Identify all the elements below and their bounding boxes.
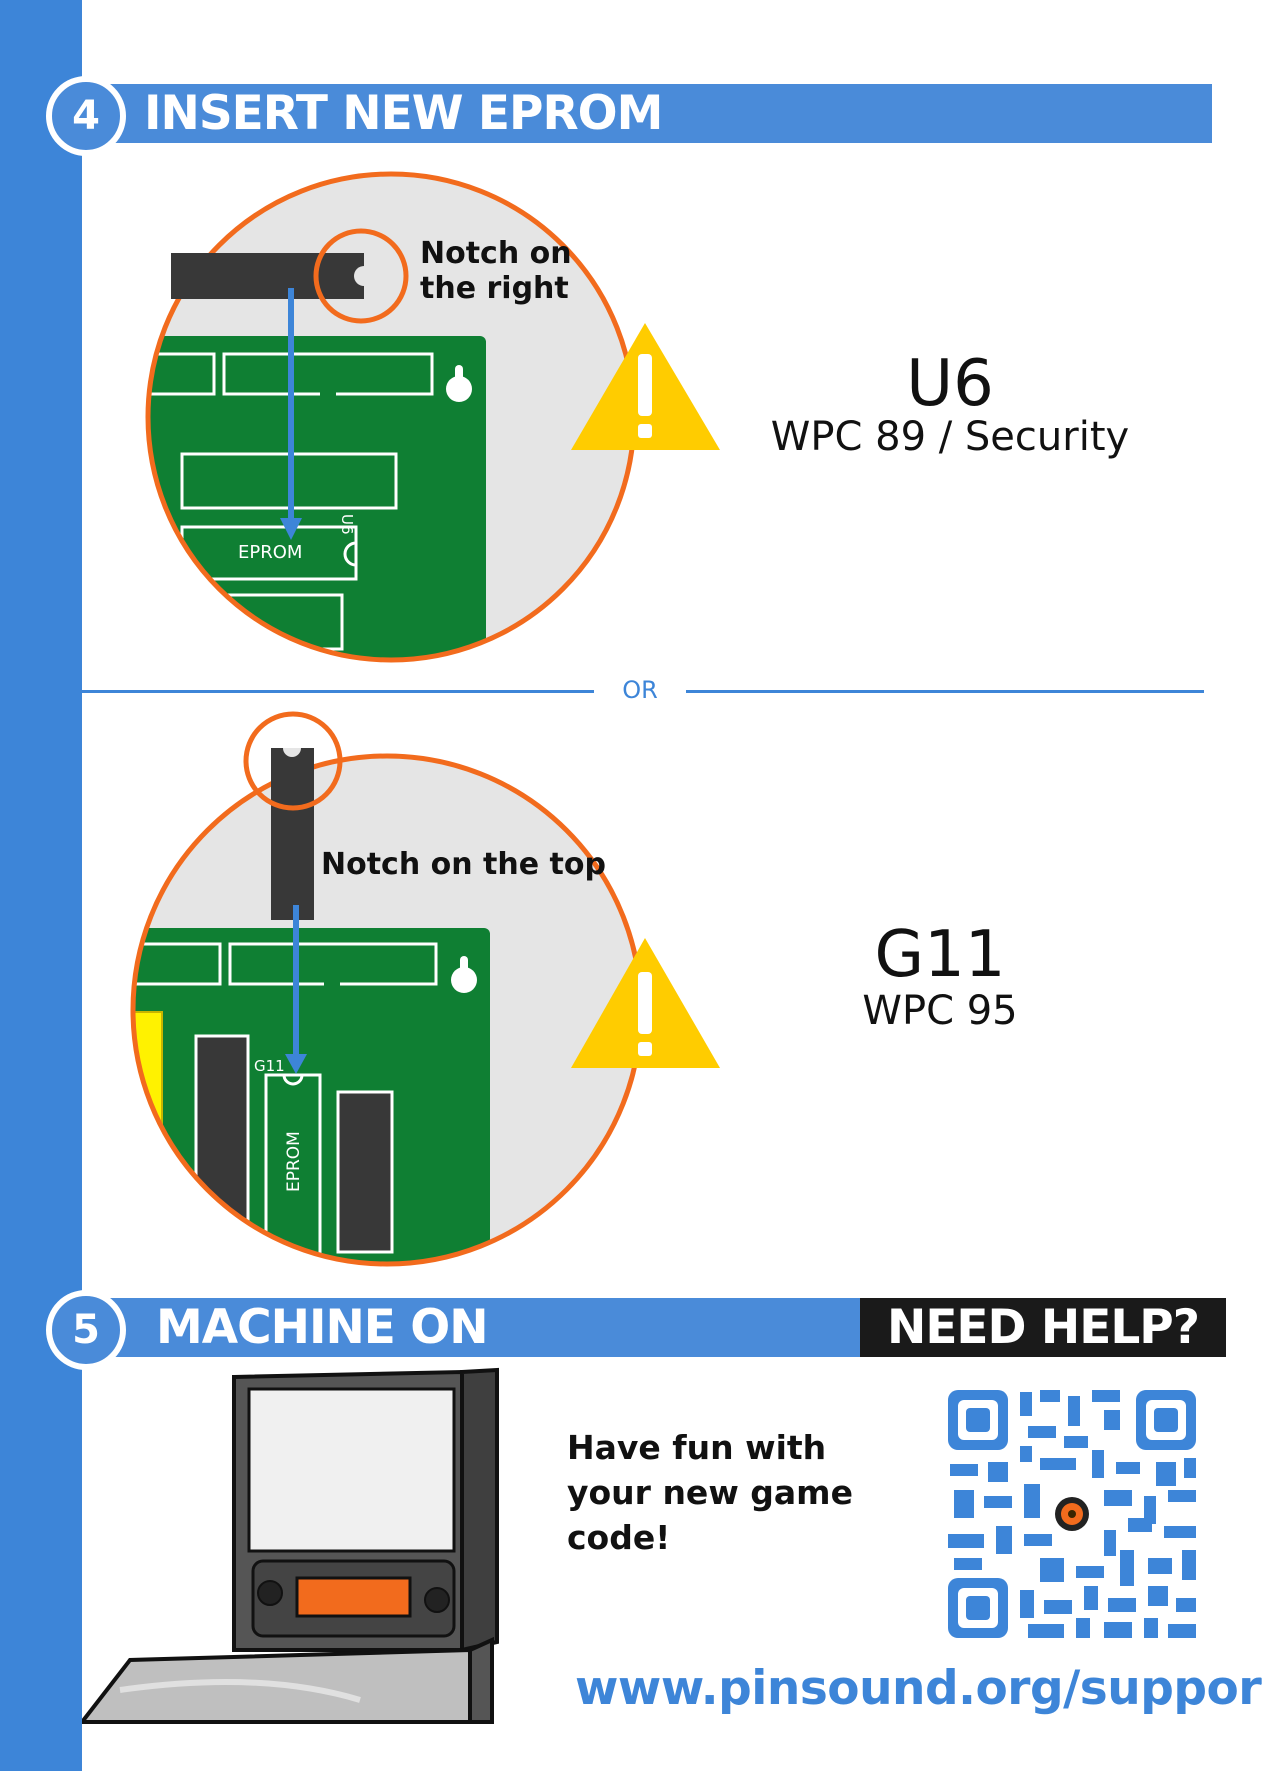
need-help-banner: NEED HELP? bbox=[860, 1298, 1226, 1357]
illustration-option-a bbox=[145, 171, 720, 663]
step5-title: MACHINE ON bbox=[156, 1300, 489, 1355]
notch-label-b: Notch on the top bbox=[321, 847, 606, 882]
notch-label-a-line1: Notch on bbox=[420, 236, 572, 271]
socket-label-g11: G11 bbox=[254, 1057, 285, 1075]
location-title-b: G11 bbox=[874, 918, 1006, 992]
or-divider-label: OR bbox=[622, 676, 658, 704]
location-title-a: U6 bbox=[906, 347, 994, 421]
keyhole-icon bbox=[446, 376, 472, 402]
qr-code-icon[interactable] bbox=[944, 1386, 1200, 1642]
notch-label-a: Notch on the right bbox=[420, 236, 572, 306]
or-divider-left bbox=[82, 690, 594, 693]
board-name-a: WPC 89 / Security bbox=[770, 414, 1130, 460]
step4-number-badge: 4 bbox=[46, 76, 126, 156]
pinball-machine-icon bbox=[82, 1367, 499, 1724]
or-divider-right bbox=[686, 690, 1204, 693]
notch-highlight-b bbox=[243, 711, 343, 811]
step4-title: INSERT NEW EPROM bbox=[144, 86, 663, 141]
step5-header-bar: MACHINE ON bbox=[82, 1298, 860, 1357]
support-url-link[interactable]: www.pinsound.org/support bbox=[575, 1661, 1262, 1716]
closing-message-line2: your new game bbox=[567, 1473, 853, 1512]
closing-message: Have fun with your new game code! bbox=[567, 1425, 853, 1560]
illustration-option-b bbox=[130, 711, 720, 1267]
socket-label-u6: U6 bbox=[338, 514, 356, 535]
step5-number-badge: 5 bbox=[46, 1290, 126, 1370]
chip-label-b: EPROM bbox=[284, 1131, 304, 1192]
left-sidebar-stripe bbox=[0, 0, 82, 1771]
chip-label-a: EPROM bbox=[238, 542, 303, 563]
step4-header-bar: INSERT NEW EPROM bbox=[82, 84, 1212, 143]
eprom-chip-a bbox=[171, 253, 364, 299]
closing-message-line1: Have fun with bbox=[567, 1428, 827, 1467]
board-name-b: WPC 95 bbox=[862, 988, 1018, 1034]
closing-message-line3: code! bbox=[567, 1518, 671, 1557]
notch-highlight-a bbox=[313, 228, 409, 324]
eprom-chip-b bbox=[271, 748, 314, 920]
notch-label-a-line2: the right bbox=[420, 271, 569, 306]
